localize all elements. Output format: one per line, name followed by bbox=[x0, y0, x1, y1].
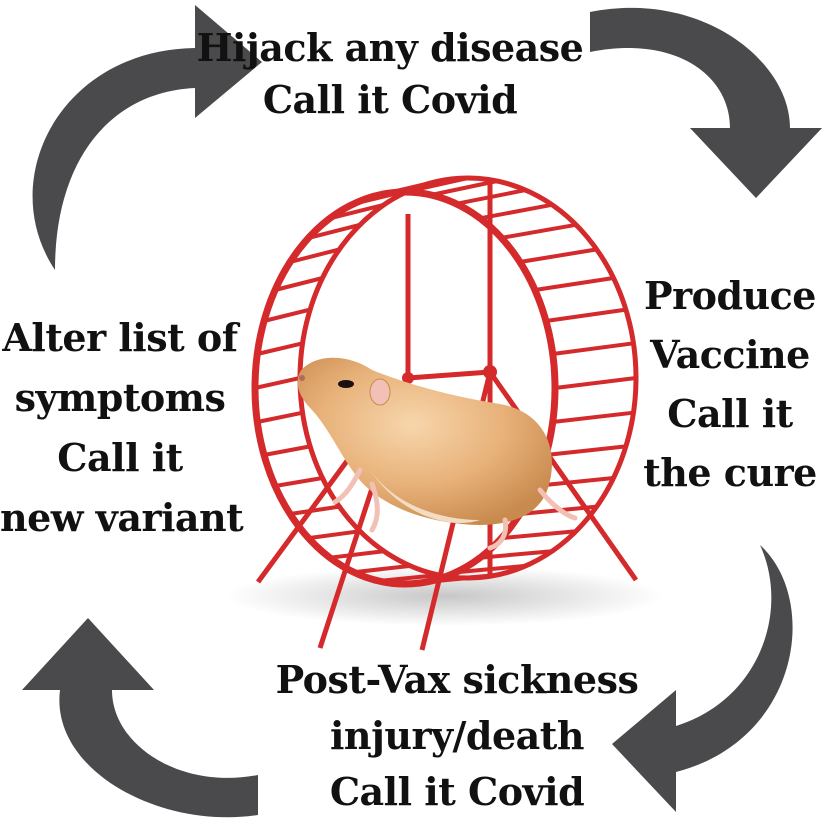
step-label-line: Call it bbox=[57, 435, 183, 480]
wheel-rung bbox=[255, 410, 305, 424]
stand-leg bbox=[487, 370, 639, 582]
wheel-rung bbox=[288, 247, 342, 264]
step-label-line: Hijack any disease bbox=[196, 25, 584, 70]
step-label-bottom: Post-Vax sickness injury/death Call it C… bbox=[262, 652, 652, 820]
step-label-line: Produce bbox=[644, 273, 816, 318]
wheel-shadow bbox=[225, 566, 665, 626]
step-label-line: Alter list of bbox=[2, 315, 238, 360]
wheel-rung bbox=[532, 276, 616, 292]
wheel-rung bbox=[429, 179, 500, 197]
wheel-rung bbox=[273, 476, 325, 488]
wheel-rung bbox=[553, 376, 638, 390]
wheel-rung bbox=[499, 222, 578, 240]
wheel-rung bbox=[306, 222, 362, 240]
step-label-line: symptoms bbox=[14, 375, 226, 420]
wheel-rung bbox=[550, 341, 636, 356]
step-label-left: Alter list of symptoms Call it new varia… bbox=[0, 308, 244, 548]
step-label-line: injury/death bbox=[330, 713, 584, 758]
step-label-line: new variant bbox=[0, 495, 244, 540]
step-label-line: Call it Covid bbox=[262, 77, 518, 122]
wheel-rung bbox=[517, 247, 599, 264]
curved-arrow-icon-top-left bbox=[32, 5, 262, 270]
wheel-rung bbox=[351, 563, 413, 575]
curved-arrow-icon-bottom-left bbox=[22, 618, 258, 818]
wheel-rung bbox=[550, 410, 636, 424]
wheel-rung bbox=[255, 341, 305, 356]
step-label-top: Hijack any disease Call it Covid bbox=[180, 22, 600, 126]
wheel-rung bbox=[288, 504, 342, 516]
wheel-rung bbox=[544, 444, 628, 457]
step-label-line: the cure bbox=[643, 450, 817, 495]
wheel-rung bbox=[253, 376, 302, 390]
wheel-rung bbox=[328, 549, 386, 560]
curved-arrow-icon-top-right bbox=[590, 7, 822, 199]
wheel-rung bbox=[273, 276, 325, 292]
step-label-line: Vaccine bbox=[650, 332, 810, 377]
wheel-rung bbox=[262, 444, 313, 457]
curved-arrow-icon-bottom-right bbox=[612, 545, 793, 812]
step-label-line: Call it bbox=[667, 391, 793, 436]
step-label-line: Post-Vax sickness bbox=[275, 657, 639, 702]
step-label-line: Call it Covid bbox=[329, 769, 585, 814]
wheel-rung bbox=[262, 307, 313, 323]
wheel-rung bbox=[306, 529, 362, 541]
wheel-front-rim bbox=[251, 188, 559, 588]
wheel-rung bbox=[499, 529, 578, 541]
step-label-right: Produce Vaccine Call it the cure bbox=[640, 266, 820, 502]
wheel-rung bbox=[544, 307, 628, 323]
hamster-icon bbox=[297, 357, 578, 551]
